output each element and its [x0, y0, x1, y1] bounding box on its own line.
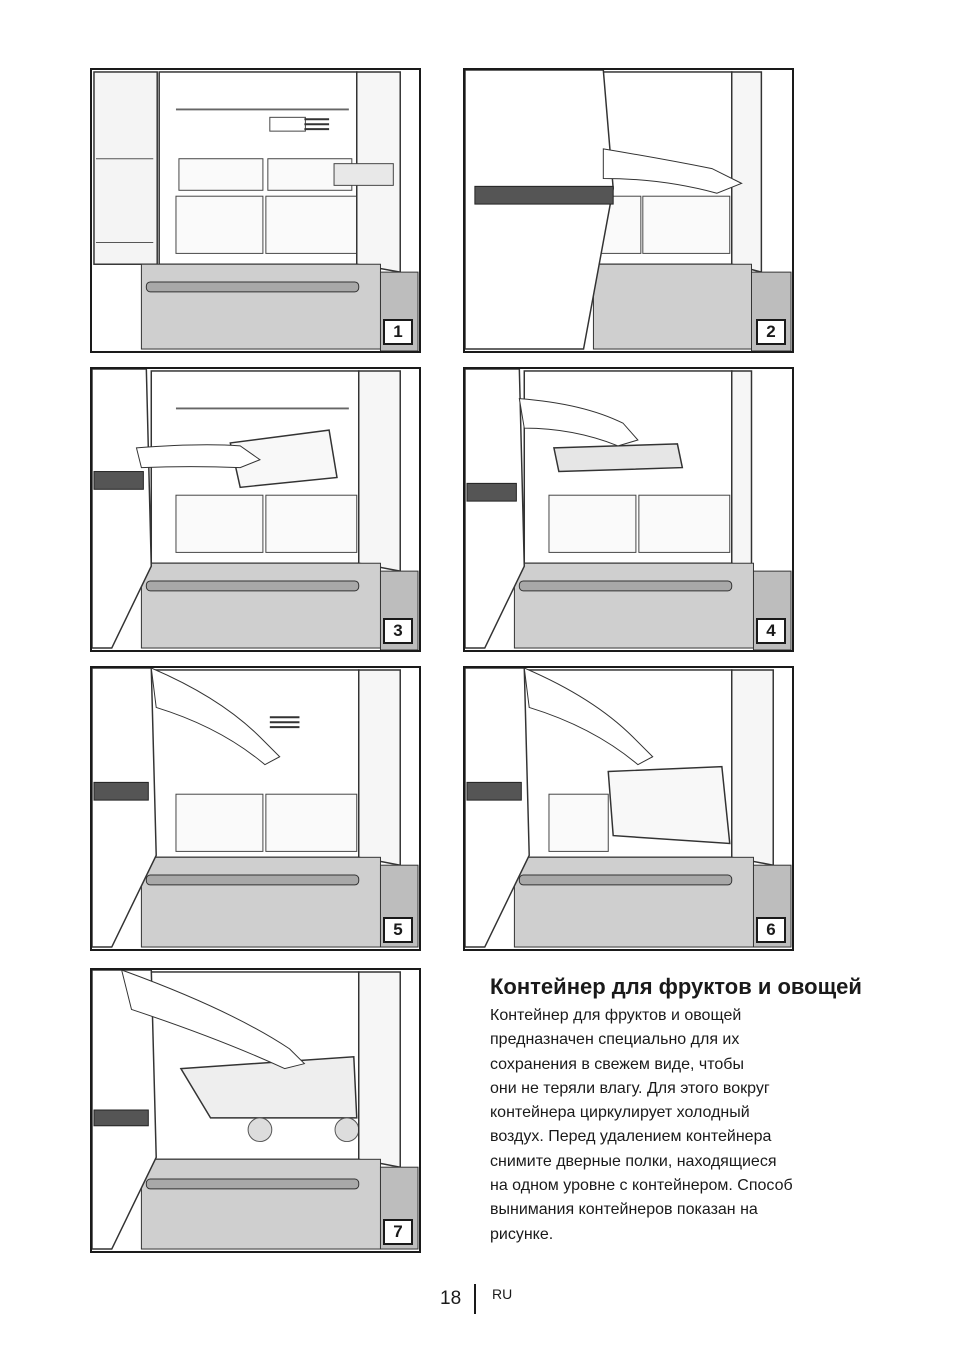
step-number: 1 — [383, 319, 413, 345]
fridge-interior-drawing — [465, 668, 792, 949]
step-number: 7 — [383, 1219, 413, 1245]
fridge-interior-drawing — [465, 369, 792, 650]
fridge-interior-drawing — [465, 70, 792, 351]
illustration-step-3: 3 — [90, 367, 421, 652]
section-heading: Контейнер для фруктов и овощей — [490, 974, 862, 999]
illustration-step-1: 1 — [90, 68, 421, 353]
step-number: 4 — [756, 618, 786, 644]
fridge-interior-drawing — [92, 970, 419, 1251]
language-code: RU — [492, 1286, 513, 1302]
illustration-step-4: 4 — [463, 367, 794, 652]
step-number: 2 — [756, 319, 786, 345]
fridge-interior-drawing — [92, 369, 419, 650]
step-number: 3 — [383, 618, 413, 644]
fridge-interior-drawing — [92, 668, 419, 949]
page-number: 18 — [440, 1288, 462, 1309]
page-footer: 18 RU — [0, 1284, 954, 1316]
step-number: 6 — [756, 917, 786, 943]
description-section: Контейнер для фруктов и овощей Контейнер… — [490, 974, 890, 1247]
step-number: 5 — [383, 917, 413, 943]
illustration-step-7: 7 — [90, 968, 421, 1253]
illustration-step-5: 5 — [90, 666, 421, 951]
section-body: Контейнер для фруктов и овощей предназна… — [490, 1007, 793, 1243]
illustration-step-2: 2 — [463, 68, 794, 353]
fridge-interior-drawing — [92, 70, 419, 351]
illustration-step-6: 6 — [463, 666, 794, 951]
footer-divider — [474, 1284, 476, 1314]
